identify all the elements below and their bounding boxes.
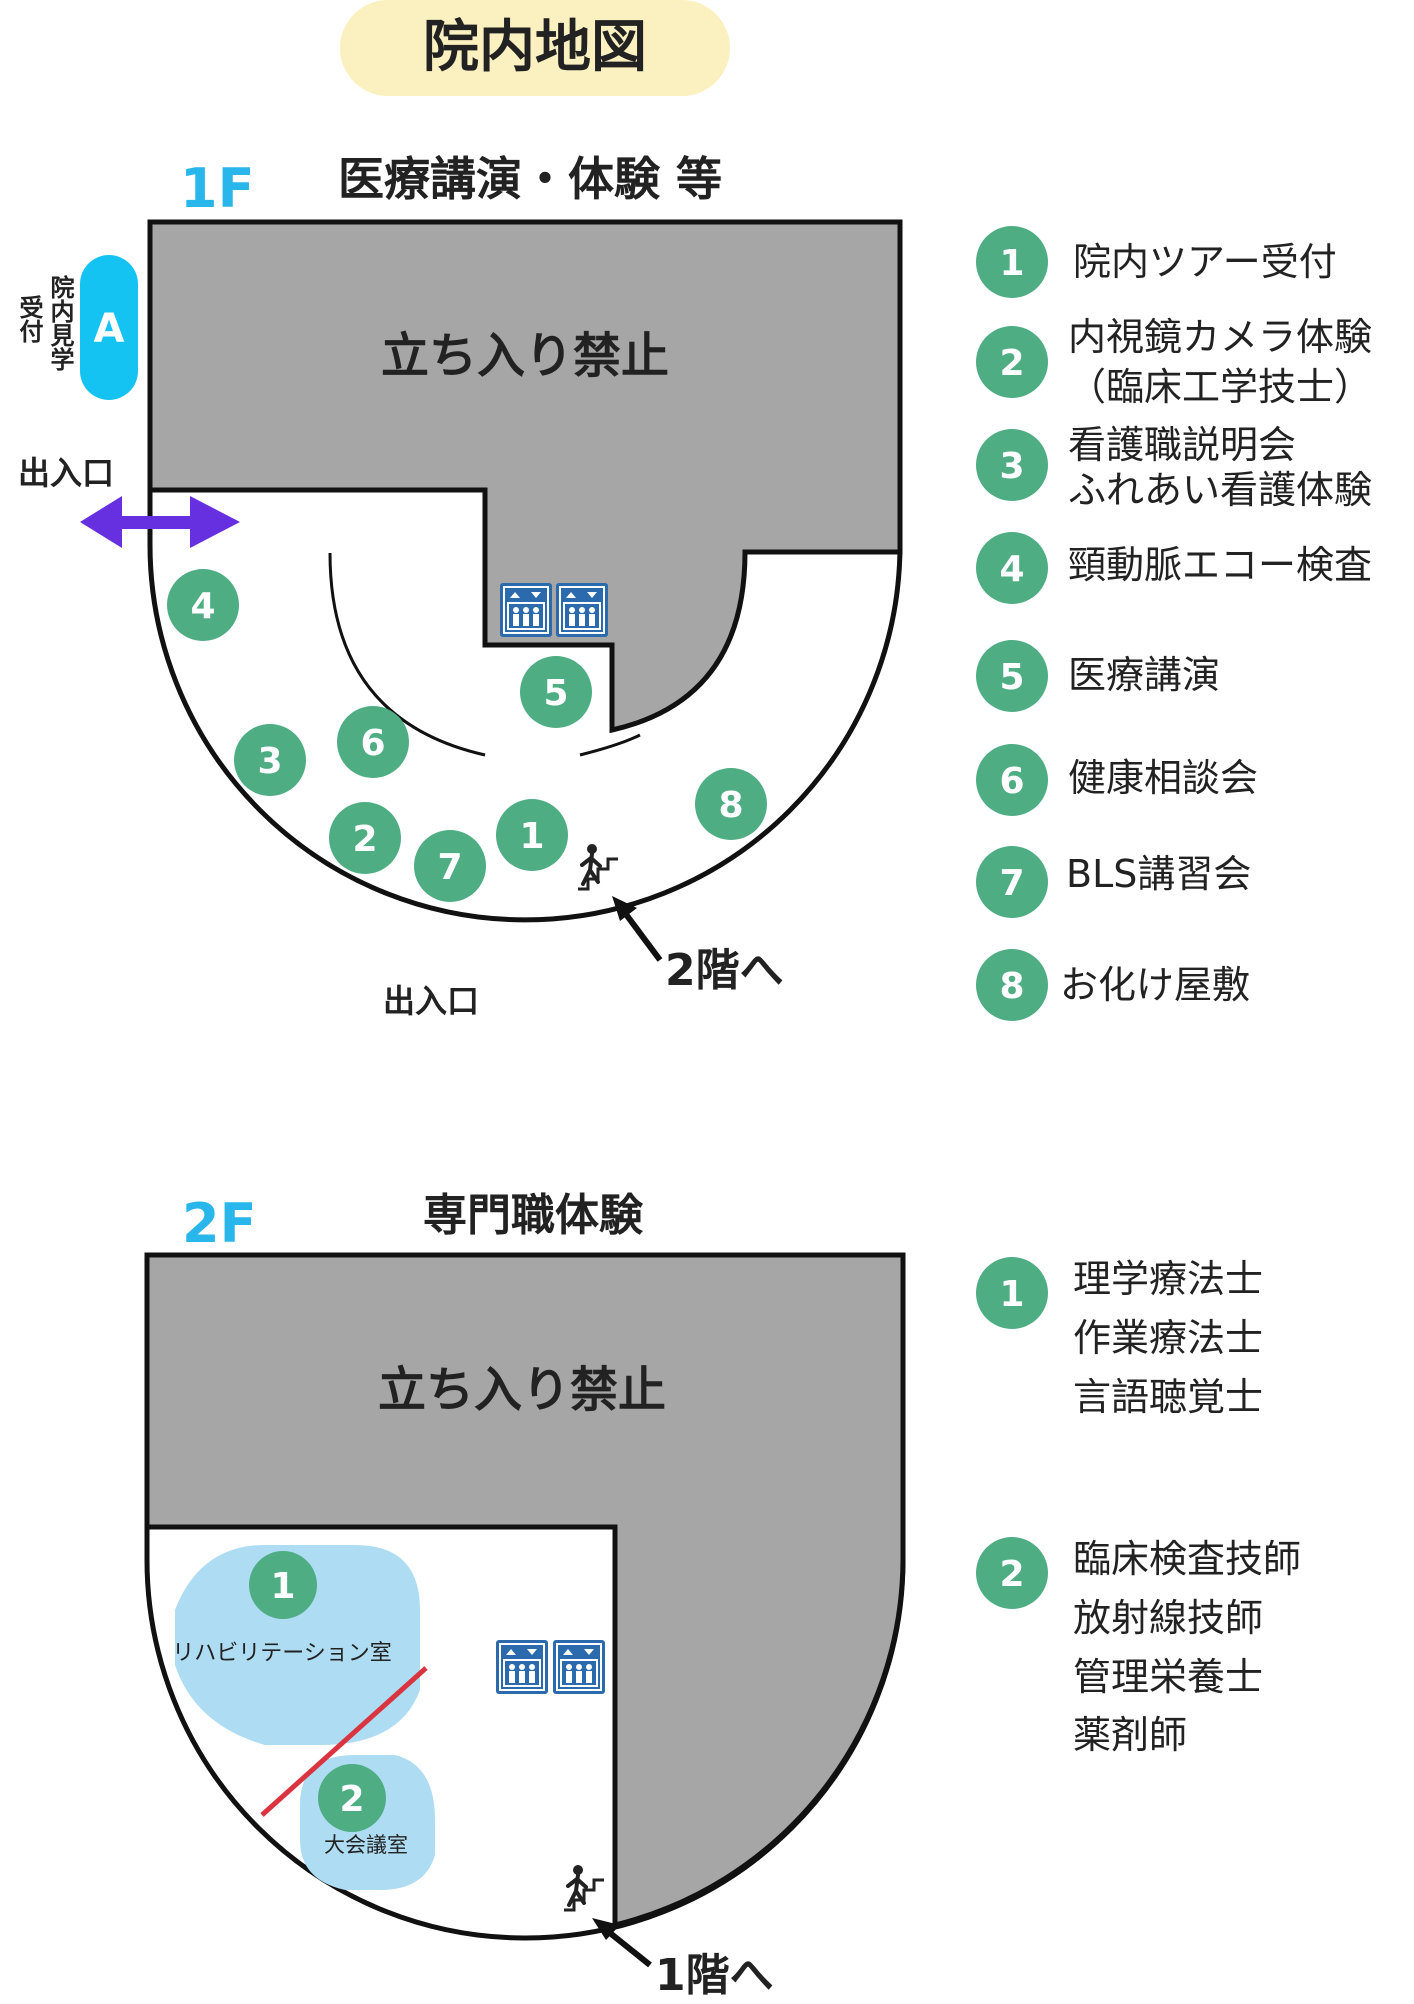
legend2-item-2[interactable]: 2 臨床検査技師 放射線技師 管理栄養士 薬剤師 <box>976 1537 1301 1757</box>
page-title-group: 院内地図 <box>340 0 730 96</box>
entrance-bottom-label: 出入口 <box>383 982 479 1020</box>
floor1-map: 1F 医療講演・体験 等 立ち入り禁止 A 院内見学 受付 出入口 4 <box>15 152 903 1020</box>
svg-text:2: 2 <box>339 1779 364 1820</box>
svg-text:放射線技師: 放射線技師 <box>1073 1596 1263 1640</box>
room-conference-label: 大会議室 <box>324 1833 408 1857</box>
reception-note-tour: 院内見学 <box>46 274 74 372</box>
floor1-marker-3[interactable]: 3 <box>234 724 306 796</box>
floor1-elevator-icon-a <box>499 582 553 638</box>
title-background <box>340 0 730 96</box>
floor1-marker-4[interactable]: 4 <box>167 569 239 641</box>
svg-text:7: 7 <box>999 863 1024 904</box>
svg-text:薬剤師: 薬剤師 <box>1073 1713 1187 1757</box>
legend2-item-1[interactable]: 1 理学療法士 作業療法士 言語聴覚士 <box>976 1257 1263 1419</box>
svg-text:4: 4 <box>999 549 1024 590</box>
svg-text:2: 2 <box>999 343 1024 384</box>
svg-text:4: 4 <box>190 586 215 627</box>
floor2-stairs-label: 1階へ <box>655 1950 774 2000</box>
floor1-restricted-label: 立ち入り禁止 <box>381 328 669 384</box>
svg-text:1: 1 <box>999 243 1024 284</box>
legend1-item-3[interactable]: 3 看護職説明会 ふれあい看護体験 <box>976 423 1372 512</box>
svg-text:6: 6 <box>360 723 385 764</box>
svg-text:2: 2 <box>999 1554 1024 1595</box>
legend1-item-7[interactable]: 7 BLS講習会 <box>976 846 1251 918</box>
room-conference[interactable]: 2 大会議室 <box>300 1755 435 1890</box>
legend1-item-4[interactable]: 4 頸動脈エコー検査 <box>976 532 1372 604</box>
floor1-legend: 1 院内ツアー受付 2 内視鏡カメラ体験 （臨床工学技士） 3 看護職説明会 ふ… <box>976 226 1372 1021</box>
floor1-restricted-zone <box>147 219 903 734</box>
legend1-item-8[interactable]: 8 お化け屋敷 <box>976 949 1250 1021</box>
svg-text:看護職説明会: 看護職説明会 <box>1068 423 1296 467</box>
reception-note-desk: 受付 <box>15 294 43 344</box>
legend1-item-5[interactable]: 5 医療講演 <box>976 640 1220 712</box>
floor1-marker-1[interactable]: 1 <box>496 799 568 871</box>
svg-text:7: 7 <box>437 847 462 888</box>
room-rehabilitation-label: リハビリテーション室 <box>172 1641 392 1666</box>
svg-text:1: 1 <box>999 1274 1024 1315</box>
room-rehabilitation[interactable]: 1 リハビリテーション室 <box>172 1545 420 1745</box>
floor2-elevator-icon-b <box>552 1639 606 1695</box>
reception-a-label: A <box>94 306 125 352</box>
svg-text:理学療法士: 理学療法士 <box>1073 1257 1263 1301</box>
entrance-left-label: 出入口 <box>18 454 114 492</box>
floor1-marker-2[interactable]: 2 <box>329 802 401 874</box>
svg-text:8: 8 <box>999 966 1024 1007</box>
svg-text:健康相談会: 健康相談会 <box>1068 756 1258 800</box>
svg-text:8: 8 <box>718 785 743 826</box>
floor1-marker-5[interactable]: 5 <box>520 656 592 728</box>
room-divider-line <box>260 1666 428 1817</box>
entrance-arrow-icon <box>80 496 240 548</box>
floor2-restricted-zone <box>144 1252 906 1929</box>
floor1-label: 1F <box>180 157 254 220</box>
floor2-legend: 1 理学療法士 作業療法士 言語聴覚士 2 臨床検査技師 放射線技師 管理栄養士… <box>976 1257 1301 1757</box>
legend1-item-2[interactable]: 2 内視鏡カメラ体験 （臨床工学技士） <box>976 315 1372 409</box>
svg-text:管理栄養士: 管理栄養士 <box>1073 1655 1263 1699</box>
svg-text:お化け屋敷: お化け屋敷 <box>1060 963 1250 1007</box>
svg-text:内視鏡カメラ体験: 内視鏡カメラ体験 <box>1068 315 1372 359</box>
floor2-elevator-icon-a <box>495 1639 549 1695</box>
svg-text:ふれあい看護体験: ふれあい看護体験 <box>1068 468 1372 512</box>
svg-text:臨床検査技師: 臨床検査技師 <box>1073 1537 1301 1581</box>
floor1-inner-arc <box>328 552 641 757</box>
svg-text:作業療法士: 作業療法士 <box>1073 1316 1263 1360</box>
svg-text:（臨床工学技士）: （臨床工学技士） <box>1068 365 1372 409</box>
floor2-label: 2F <box>182 1192 256 1255</box>
floor1-stairs-arrow-icon <box>612 896 663 962</box>
floor1-heading: 医療講演・体験 等 <box>338 152 722 206</box>
svg-text:6: 6 <box>999 761 1024 802</box>
svg-text:5: 5 <box>543 673 568 714</box>
svg-text:頸動脈エコー検査: 頸動脈エコー検査 <box>1068 543 1372 587</box>
svg-text:1: 1 <box>270 1566 295 1607</box>
floor1-elevator-icon-b <box>555 582 609 638</box>
svg-text:2: 2 <box>352 819 377 860</box>
svg-text:院内ツアー受付: 院内ツアー受付 <box>1073 240 1337 284</box>
floor1-marker-7[interactable]: 7 <box>414 830 486 902</box>
page-title: 院内地図 <box>423 15 647 80</box>
legend1-item-1[interactable]: 1 院内ツアー受付 <box>976 226 1337 298</box>
svg-text:医療講演: 医療講演 <box>1068 653 1220 697</box>
floor2-restricted-label: 立ち入り禁止 <box>378 1362 666 1418</box>
svg-text:1: 1 <box>519 816 544 857</box>
svg-text:BLS講習会: BLS講習会 <box>1066 852 1251 896</box>
reception-a-badge[interactable] <box>80 255 138 400</box>
floor2-stairs-arrow-icon <box>592 1918 652 1968</box>
svg-text:5: 5 <box>999 657 1024 698</box>
legend1-item-6[interactable]: 6 健康相談会 <box>976 744 1258 816</box>
svg-text:3: 3 <box>257 741 282 782</box>
svg-text:3: 3 <box>999 446 1024 487</box>
floor1-stairs-label: 2階へ <box>665 945 784 996</box>
floor1-marker-8[interactable]: 8 <box>695 768 767 840</box>
floor2-heading: 専門職体験 <box>423 1190 644 1241</box>
svg-text:言語聴覚士: 言語聴覚士 <box>1073 1375 1263 1419</box>
floor2-map: 2F 専門職体験 立ち入り禁止 1 リハビリテーション室 2 大会議室 1階へ <box>144 1190 906 2001</box>
floor1-marker-6[interactable]: 6 <box>337 706 409 778</box>
